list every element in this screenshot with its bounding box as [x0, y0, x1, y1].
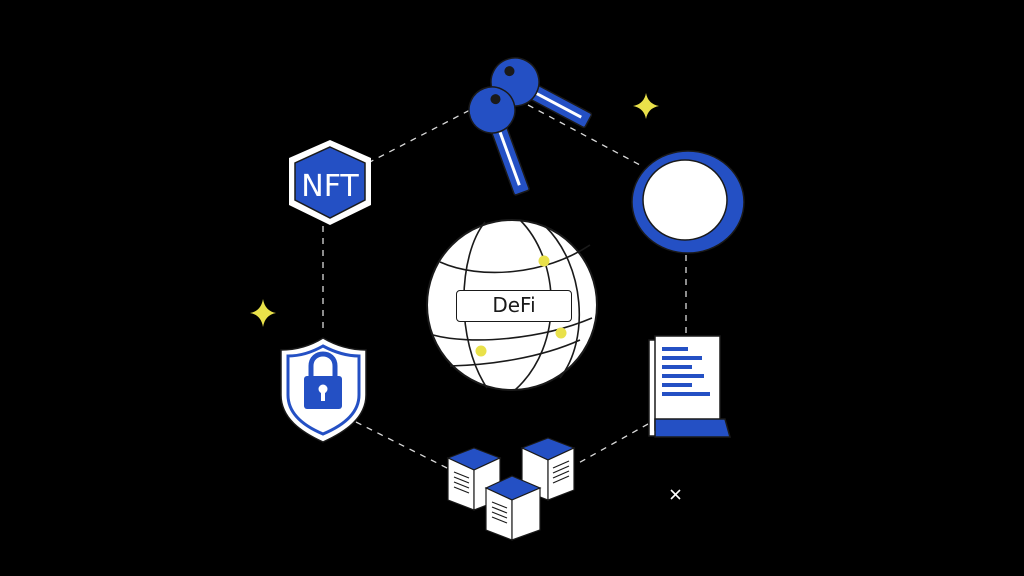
nft-label: NFT: [301, 169, 359, 204]
node-dot: [475, 345, 487, 357]
connector-lines: [322, 104, 687, 469]
cross-mark-icon: [670, 489, 681, 500]
keys-icon: [468, 57, 593, 196]
shield-lock-icon: [280, 337, 367, 443]
defi-label: DeFi: [456, 290, 572, 322]
nft-hexagon-icon: NFT: [289, 140, 371, 225]
sparkle-icon: [633, 93, 659, 119]
node-dot: [555, 327, 567, 339]
document-icon: [648, 335, 731, 438]
node-dot: [538, 255, 550, 267]
server-blocks-icon: [446, 437, 576, 541]
sparkle-icon: [250, 299, 276, 327]
coin-icon: [631, 150, 745, 254]
